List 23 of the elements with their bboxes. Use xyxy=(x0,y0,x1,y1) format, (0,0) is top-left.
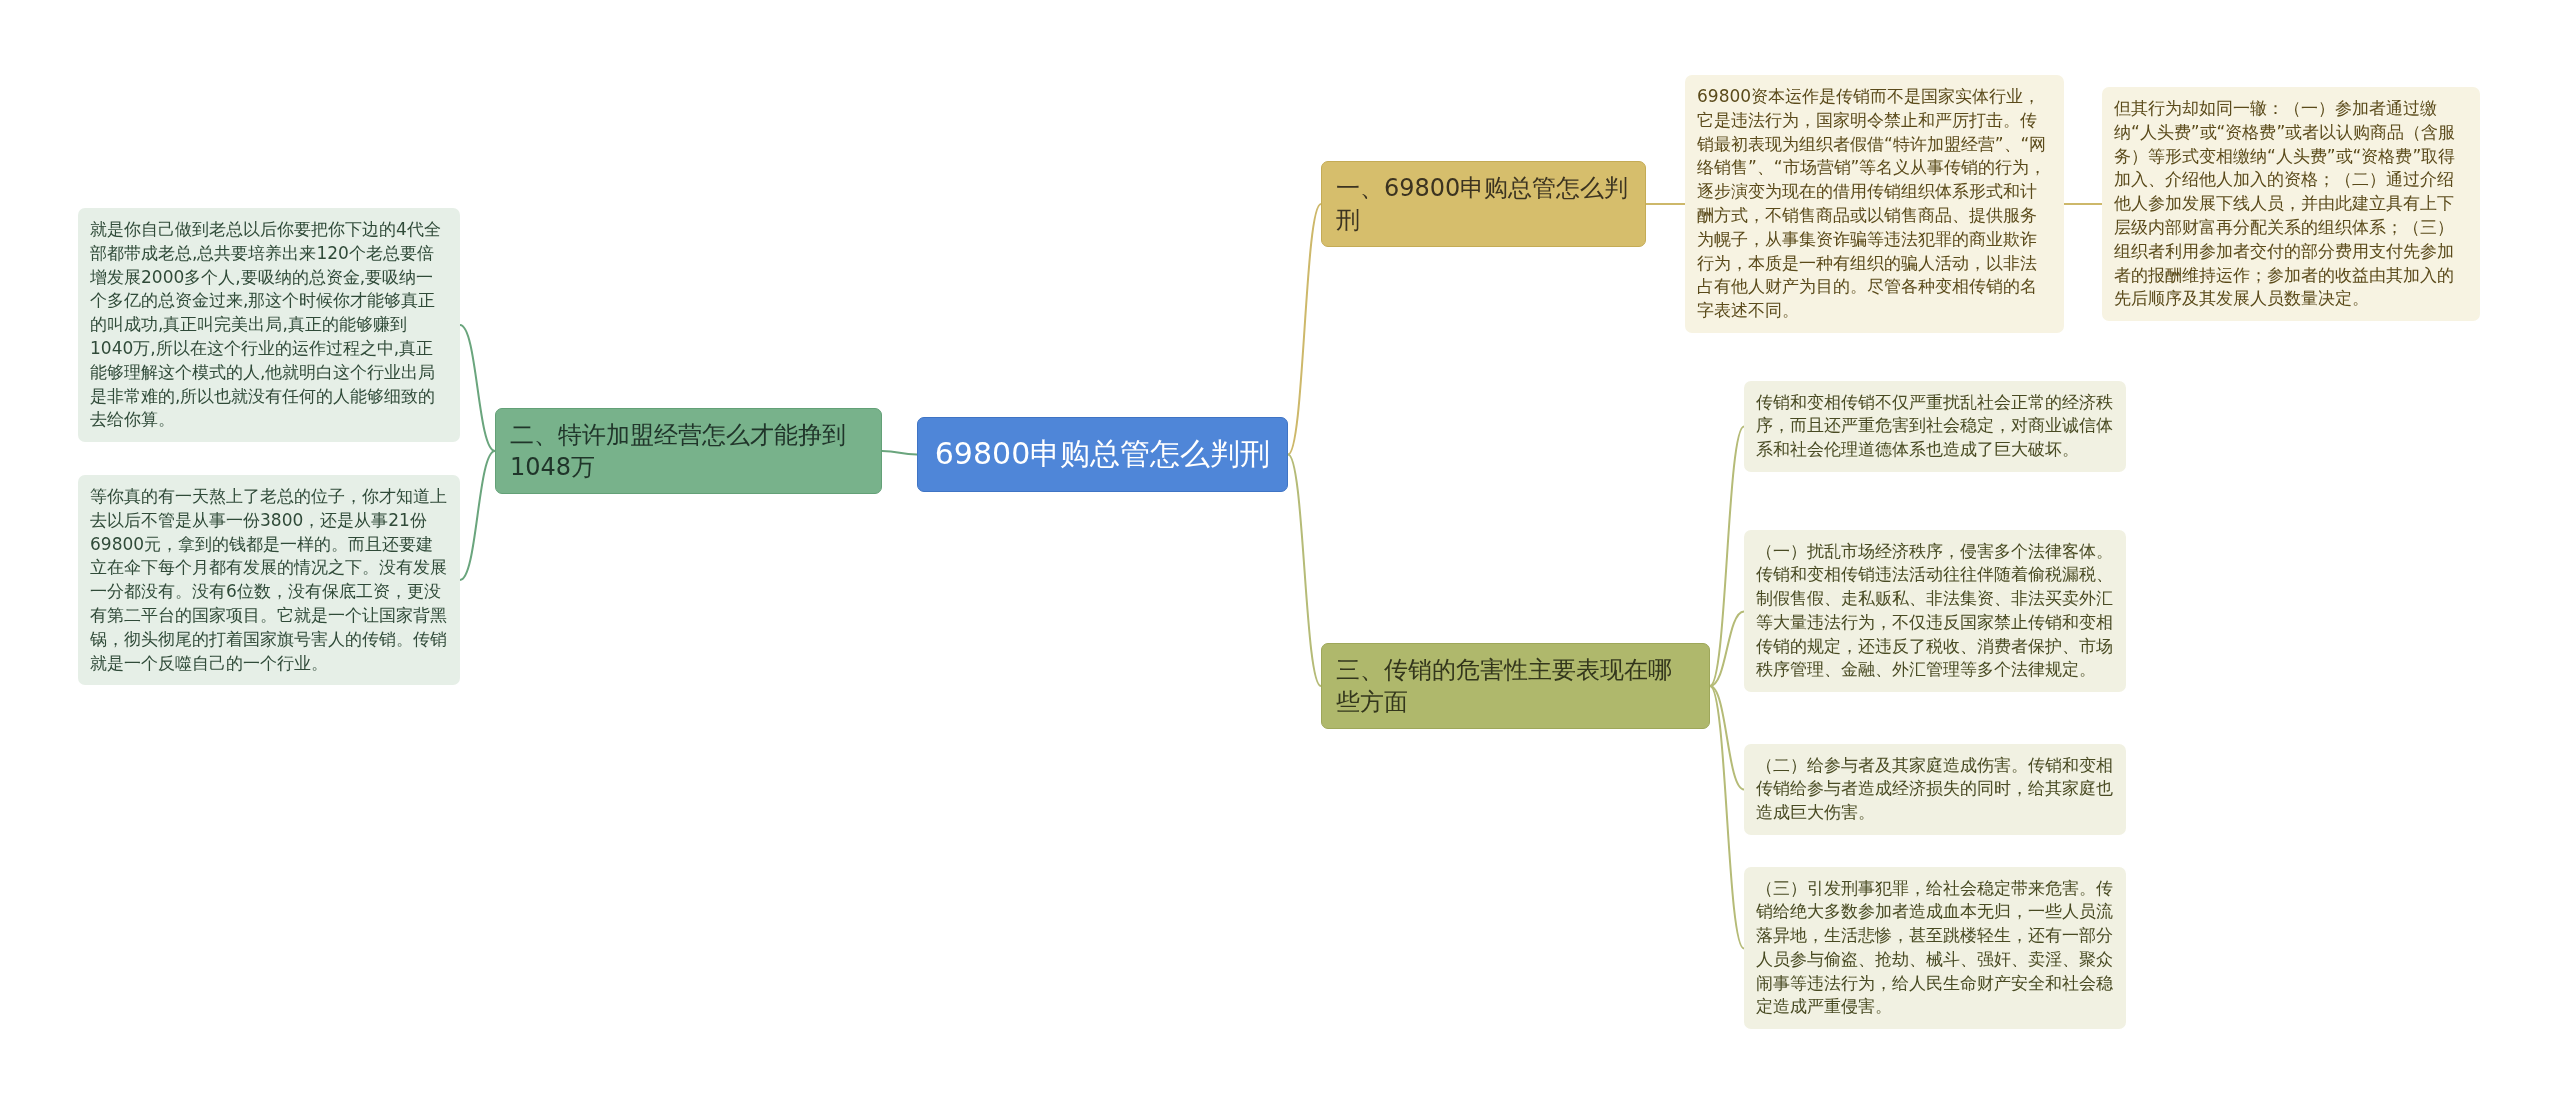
note-box: 就是你自己做到老总以后你要把你下边的4代全部都带成老总,总共要培养出来120个老总要倍增发展2000多个人,要吸纳的总资金,要吸纳一个多亿的总资金过来,那这个时候你才能够真正的叫成功,真正叫完美出局,真正的能够赚到1040万,所以在这个行业的运作过程之中,真正能够理解这个模式的人,他就明白这个行业出局是非常难的,所以也就没有任何的人能够细致的去给你算。 xyxy=(78,208,460,443)
note-box: （一）扰乱市场经济秩序，侵害多个法律客体。传销和变相传销违法活动往往伴随着偷税漏税、制假售假、走私贩私、非法集资、非法买卖外汇等大量违法行为，不仅违反国家禁止传销和变相传销的规定，还违反了税收、消费者保护、市场秩序管理、金融、外汇管理等多个法律规定。 xyxy=(1744,529,2126,693)
central-topic: 69800申购总管怎么判刑 xyxy=(917,416,1288,492)
connector-line xyxy=(2063,203,2103,205)
connector-line xyxy=(881,450,918,456)
topic-box: 三、传销的危害性主要表现在哪些方面 xyxy=(1321,643,1710,729)
connector-line xyxy=(459,450,496,581)
note-box: 传销和变相传销不仅严重扰乱社会正常的经济秩序，而且还严重危害到社会稳定，对商业诚信体系和社会伦理道德体系也造成了巨大破坏。 xyxy=(1744,380,2126,472)
connector-line xyxy=(1709,610,1745,687)
connector-line xyxy=(1709,425,1745,687)
connector-line xyxy=(1709,685,1745,950)
note-box: （三）引发刑事犯罪，给社会稳定带来危害。传销给绝大多数参加者造成血本无归，一些人员流落异地，生活悲惨，甚至跳楼轻生，还有一部分人员参与偷盗、抢劫、械斗、强奸、卖淫、聚众闹事等违法行为，给人民生命财产安全和社会稳定造成严重侵害。 xyxy=(1744,866,2126,1030)
topic-box: 一、69800申购总管怎么判刑 xyxy=(1321,161,1646,247)
connector-line xyxy=(1709,685,1745,791)
connector-line xyxy=(459,324,496,452)
note-box: （二）给参与者及其家庭造成伤害。传销和变相传销给参与者造成经济损失的同时，给其家庭也造成巨大伤害。 xyxy=(1744,743,2126,835)
topic-box: 二、特许加盟经营怎么才能挣到1048万 xyxy=(495,408,882,494)
note-box: 等你真的有一天熬上了老总的位子，你才知道上去以后不管是从事一份3800，还是从事21份69800元，拿到的钱都是一样的。而且还要建立在伞下每个月都有发展的情况之下。没有发展一分都没有。没有6位数，没有保底工资，更没有第二平台的国家项目。它就是一个让国家背黑锅，彻头彻尾的打着国家旗号害人的传销。传销就是一个反噬自己的一个行业。 xyxy=(78,475,460,686)
connector-line xyxy=(1287,203,1322,456)
note-box: 69800资本运作是传销而不是国家实体行业，它是违法行为，国家明令禁止和严厉打击。传销最初表现为组织者假借“特许加盟经营”、“网络销售”、“市场营销”等名义从事传销的行为，逐步演变为现在的借用传销组织体系形式和计酬方式，不销售商品或以销售商品、提供服务为幌子，从事集资诈骗等违法犯罪的商业欺诈行为，本质是一种有组织的骗人活动，以非法占有他人财产为目的。尽管各种变相传销的名字表述不同。 xyxy=(1685,75,2064,333)
connector-line xyxy=(1287,453,1322,687)
note-box: 但其行为却如同一辙：（一）参加者通过缴纳“人头费”或“资格费”或者以认购商品（含服务）等形式变相缴纳“人头费”或“资格费”取得加入、介绍他人加入的资格；（二）通过介绍他人参加发展下线人员，并由此建立具有上下层级内部财富再分配关系的组织体系；（三）组织者利用参加者交付的部分费用支付先参加者的报酬维持运作；参加者的收益由其加入的先后顺序及其发展人员数量决定。 xyxy=(2102,87,2480,322)
connector-line xyxy=(1645,203,1686,205)
